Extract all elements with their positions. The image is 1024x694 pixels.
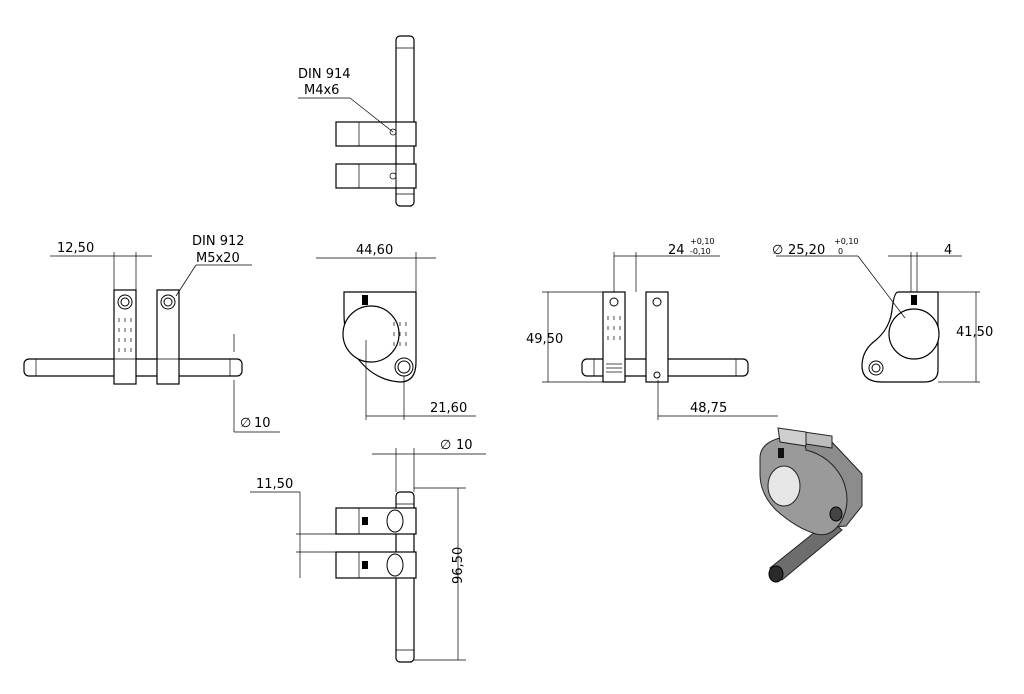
bottom-view: ∅ 10 11,50 96,50 [250, 438, 486, 663]
dim-25-20-tol-lower: 0 [838, 247, 843, 256]
front-view: 44,60 21,60 [316, 243, 476, 420]
dim-96-50: 96,50 [451, 547, 466, 584]
dim-dia-10-bottom: 10 [456, 438, 473, 453]
dim-24: 24 [668, 243, 685, 258]
dim-25-20: 25,20 [788, 243, 825, 258]
din914-label: DIN 914 [298, 67, 351, 82]
dim-24-tol-lower: -0,10 [690, 247, 711, 256]
dim-4: 4 [944, 243, 952, 258]
dim-48-75: 48,75 [690, 401, 727, 416]
isometric-view [759, 427, 863, 583]
diameter-symbol-left: ∅ [240, 416, 251, 431]
din912-size-label: M5x20 [196, 251, 240, 266]
right-side-view: 24 +0,10 -0,10 49,50 48,75 [526, 237, 778, 420]
dim-11-50: 11,50 [256, 477, 293, 492]
top-view: DIN 914 M4x6 [298, 35, 417, 207]
dim-dia-10-left: 10 [254, 416, 271, 431]
dim-49-50: 49,50 [526, 332, 563, 347]
dim-21-60: 21,60 [430, 401, 467, 416]
dim-41-50: 41,50 [956, 325, 993, 340]
diameter-symbol-right: ∅ [772, 243, 783, 258]
diameter-symbol-bottom: ∅ [440, 438, 451, 453]
dim-24-tol-upper: +0,10 [690, 237, 715, 246]
dim-12-50: 12,50 [57, 241, 94, 256]
din912-label: DIN 912 [192, 234, 245, 249]
din914-size-label: M4x6 [304, 83, 339, 98]
far-right-view: 4 ∅ 25,20 +0,10 0 41,50 [772, 237, 993, 383]
dim-44-60: 44,60 [356, 243, 393, 258]
dim-25-20-tol-upper: +0,10 [834, 237, 859, 246]
left-side-view: 12,50 DIN 912 M5x20 ∅ 10 [23, 234, 280, 433]
